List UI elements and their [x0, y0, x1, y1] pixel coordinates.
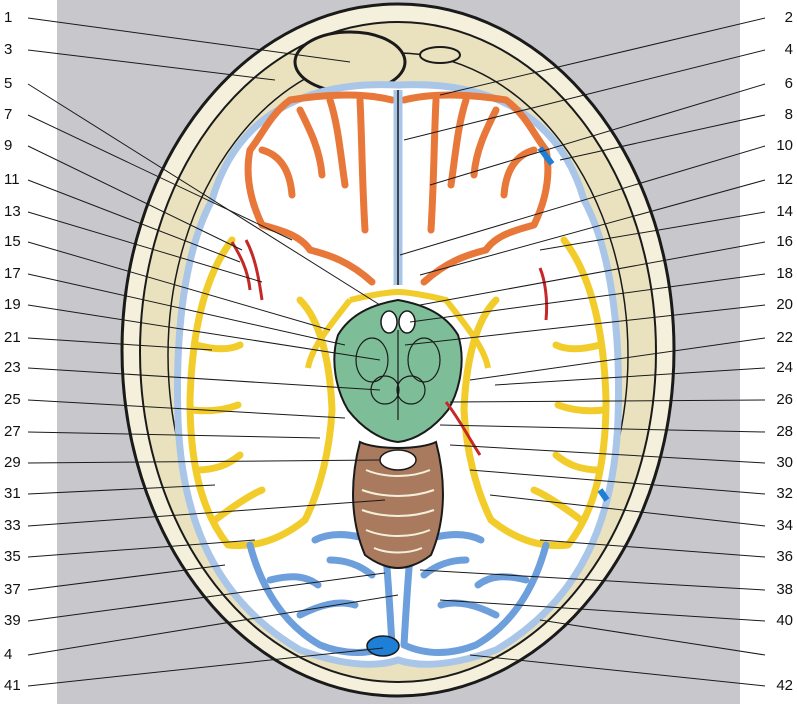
label-right-9: 18	[763, 265, 793, 283]
label-right-4: 8	[763, 106, 793, 124]
label-left-9: 17	[4, 265, 30, 283]
label-right-6: 12	[763, 171, 793, 189]
label-right-5: 10	[763, 137, 793, 155]
label-left-6: 11	[4, 171, 30, 189]
label-left-1: 1	[4, 9, 30, 27]
label-right-7: 14	[763, 203, 793, 221]
label-right-15: 30	[763, 454, 793, 472]
label-left-17: 33	[4, 517, 30, 535]
label-right-11: 22	[763, 329, 793, 347]
label-right-12: 24	[763, 359, 793, 377]
mammillary-body-left	[381, 311, 397, 333]
label-left-19: 37	[4, 581, 30, 599]
label-right-8: 16	[763, 233, 793, 251]
label-left-4: 7	[4, 106, 30, 124]
label-left-2: 3	[4, 41, 30, 59]
label-right-2: 4	[763, 41, 793, 59]
label-right-13: 26	[763, 391, 793, 409]
label-right-3: 6	[763, 75, 793, 93]
label-left-3: 5	[4, 75, 30, 93]
label-left-13: 25	[4, 391, 30, 409]
label-right-19: 38	[763, 581, 793, 599]
label-left-21: 4	[4, 646, 30, 664]
label-left-20: 39	[4, 612, 30, 630]
label-left-5: 9	[4, 137, 30, 155]
label-right-18: 36	[763, 548, 793, 566]
label-left-8: 15	[4, 233, 30, 251]
label-left-12: 23	[4, 359, 30, 377]
label-right-16: 32	[763, 485, 793, 503]
label-right-14: 28	[763, 423, 793, 441]
label-left-18: 35	[4, 548, 30, 566]
label-left-14: 27	[4, 423, 30, 441]
label-right-10: 20	[763, 296, 793, 314]
label-right-21: 42	[763, 677, 793, 695]
label-left-7: 13	[4, 203, 30, 221]
label-left-10: 19	[4, 296, 30, 314]
fourth-ventricle	[380, 450, 416, 470]
label-left-15: 29	[4, 454, 30, 472]
confluence-of-sinuses	[367, 636, 399, 656]
label-left-22: 41	[4, 677, 30, 695]
label-right-17: 34	[763, 517, 793, 535]
label-left-16: 31	[4, 485, 30, 503]
label-left-11: 21	[4, 329, 30, 347]
label-right-20: 40	[763, 612, 793, 630]
label-right-1: 2	[763, 9, 793, 27]
frontal-sinus-small	[420, 47, 460, 63]
